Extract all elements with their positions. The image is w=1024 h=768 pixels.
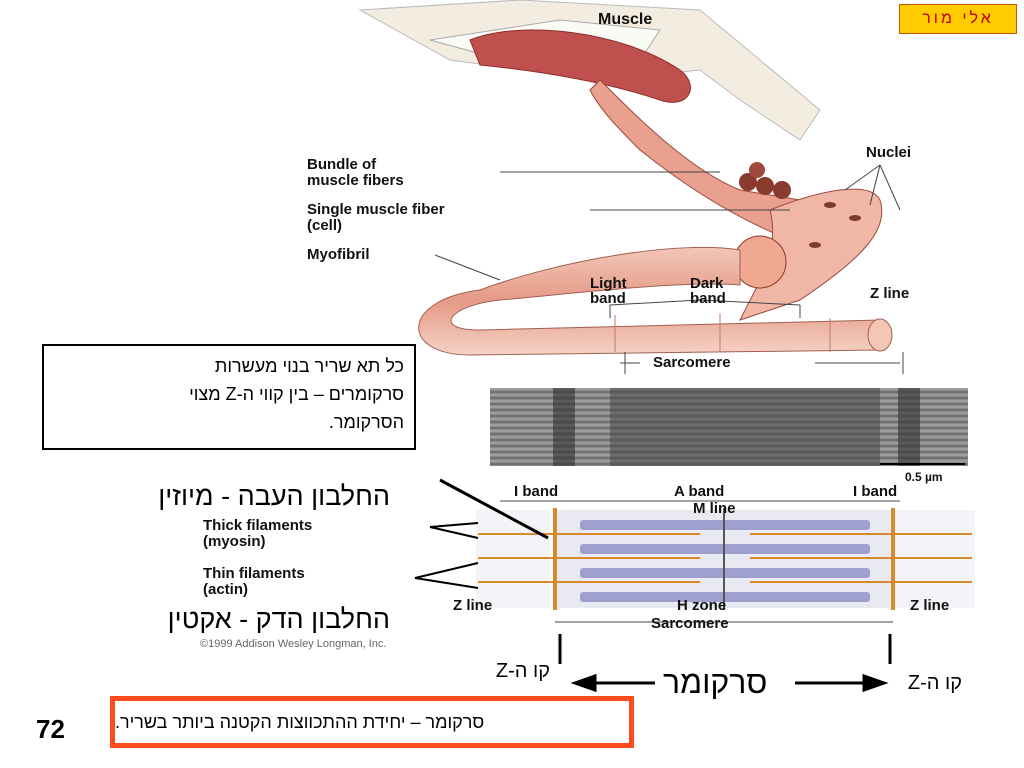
label-bundle-line2: muscle fibers: [307, 172, 404, 189]
label-light-band-line2: band: [590, 290, 626, 307]
thick-protein-annotation: החלבון העבה - מיוזין: [158, 481, 390, 511]
sarcomere-annotation: סרקומר: [663, 664, 768, 700]
fiber-cross-section: [733, 235, 787, 289]
label-light-band: Light: [590, 275, 627, 292]
label-dark-band: Dark: [690, 275, 724, 292]
author-badge: אלי מור: [899, 4, 1017, 34]
label-i-band-left: I band: [514, 483, 559, 500]
label-m-line: M line: [693, 500, 736, 517]
label-z-line-top: Z line: [870, 285, 910, 302]
copyright-notice: ©1999 Addison Wesley Longman, Inc.: [200, 638, 387, 650]
label-sarcomere-bottom: Sarcomere: [651, 615, 729, 632]
definition-box: סרקומר – יחידת ההתכווצות הקטנה ביותר בשר…: [110, 696, 634, 748]
z-line-left-annotation: קו ה-Z: [495, 660, 550, 682]
label-scale: 0.5 µm: [905, 470, 943, 484]
info-box: כל תא שריר בנוי מעשרות סרקומרים – בין קו…: [42, 344, 416, 450]
bundle-ends: [739, 162, 791, 199]
label-thick-filaments: Thick filaments: [203, 517, 313, 534]
label-z-line-right: Z line: [910, 597, 950, 614]
label-actin: (actin): [203, 581, 248, 598]
info-line-3: הסרקומר.: [328, 412, 404, 432]
definition-text: סרקומר – יחידת ההתכווצות הקטנה ביותר בשר…: [115, 711, 485, 732]
label-myosin: (myosin): [203, 533, 266, 550]
myofibril: [418, 246, 881, 356]
filament-arrows: [414, 478, 549, 589]
label-myofibril: Myofibril: [307, 246, 370, 263]
label-h-zone: H zone: [677, 597, 727, 614]
leader-lines: [434, 164, 904, 374]
info-line-1: כל תא שריר בנוי מעשרות: [214, 356, 404, 376]
page-number: 72: [36, 714, 65, 744]
label-bundle: Bundle of: [307, 156, 377, 173]
z-line-right-annotation: קו ה-Z: [907, 672, 962, 694]
label-single-fiber-line2: (cell): [307, 217, 343, 234]
label-nuclei: Nuclei: [866, 144, 912, 161]
sarcomere-arrows: [570, 673, 889, 693]
label-thin-filaments: Thin filaments: [203, 565, 305, 582]
nuclei-dots: [809, 202, 861, 248]
myofibril-bands: [614, 313, 831, 352]
thin-protein-annotation: החלבון הדק - אקטין: [167, 604, 390, 634]
z-line-markers: [558, 634, 892, 664]
muscle-drawing: [469, 29, 691, 103]
label-single-fiber: Single muscle fiber: [307, 201, 445, 218]
label-a-band: A band: [674, 483, 725, 500]
fiber-bundle: [589, 79, 801, 241]
label-i-band-right: I band: [853, 483, 898, 500]
info-line-2: סרקומרים – בין קווי ה-Z מצוי: [189, 384, 404, 404]
label-dark-band-line2: band: [690, 290, 726, 307]
myofibril-end: [867, 318, 893, 352]
label-sarcomere-top: Sarcomere: [653, 354, 731, 371]
label-muscle: Muscle: [598, 11, 653, 28]
sarcomere-diagram: [476, 508, 975, 610]
label-z-line-left: Z line: [453, 597, 493, 614]
